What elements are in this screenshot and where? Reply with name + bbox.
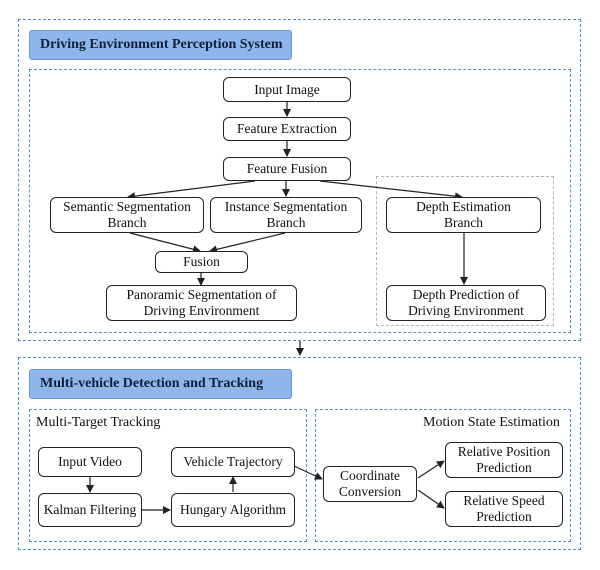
tracking-system-frame: [18, 357, 581, 550]
feature-fusion-node: Feature Fusion: [223, 157, 351, 181]
perception-system-frame: [18, 19, 581, 341]
arrow-coordinate-to-position: [417, 460, 445, 479]
hungary-algorithm-node: Hungary Algorithm: [171, 493, 295, 527]
kalman-filtering-node: Kalman Filtering: [38, 493, 142, 527]
arrow-semantic-to-fusion: [129, 232, 201, 254]
fusion-node: Fusion: [155, 251, 248, 273]
tracking-title: Multi-vehicle Detection and Tracking: [29, 369, 292, 399]
motion-state-label: Motion State Estimation: [423, 415, 560, 430]
vehicle-trajectory-node: Vehicle Trajectory: [171, 447, 295, 477]
arrow-fusion-to-depth: [319, 180, 463, 201]
arrow-coordinate-to-speed: [417, 489, 445, 509]
depth-subframe: [376, 176, 554, 326]
input-image-node: Input Image: [223, 77, 351, 102]
arrow-fusion-to-semantic: [127, 180, 256, 201]
multi-target-frame: [29, 409, 307, 542]
arrow-trajectory-to-coordinate: [293, 465, 323, 480]
perception-title: Driving Environment Perception System: [29, 30, 292, 60]
multi-target-label: Multi-Target Tracking: [36, 415, 161, 430]
feature-extraction-node: Feature Extraction: [223, 117, 351, 141]
arrow-instance-to-fusion: [209, 232, 286, 254]
input-video-node: Input Video: [38, 447, 142, 477]
perception-inner-frame: [29, 69, 571, 333]
